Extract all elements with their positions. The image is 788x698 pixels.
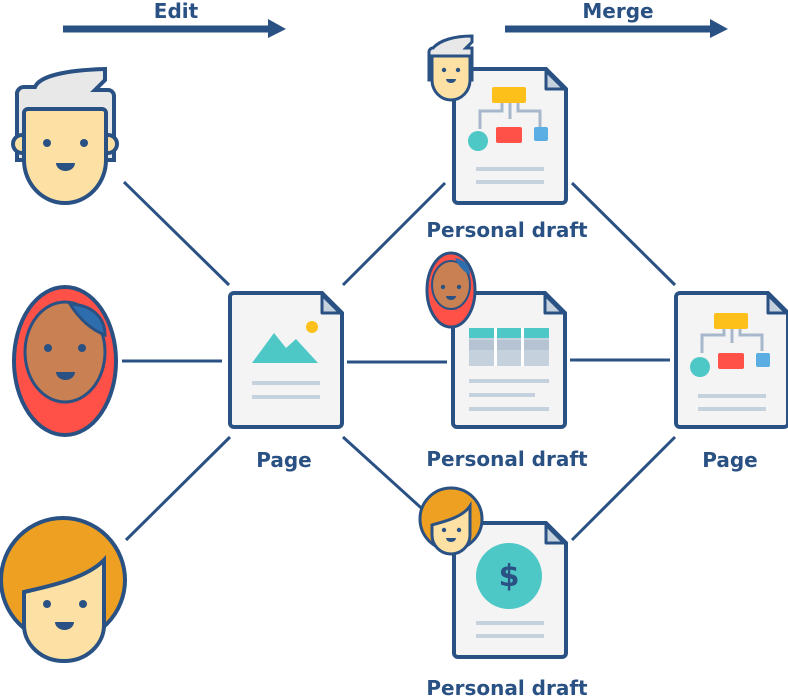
draft-3-orange-hair-avatar: [418, 486, 484, 556]
table-icon: [469, 328, 549, 366]
draft-1-grey-hair-avatar: [427, 34, 474, 102]
merged-page-label: Page: [702, 448, 758, 472]
personal-draft-3-document: $: [452, 521, 568, 659]
personal-draft-2-document: [451, 291, 567, 429]
person-orange-hair-avatar: [0, 516, 127, 663]
source-page-document: [228, 291, 344, 429]
merge-arrow: Merge: [505, 0, 728, 38]
person-hijab-avatar: [12, 285, 118, 437]
draft-2-hijab-avatar: [425, 251, 477, 329]
source-page-label: Page: [256, 448, 312, 472]
image-icon: [252, 321, 318, 363]
connector: [122, 180, 231, 287]
edit-arrow: Edit: [63, 0, 286, 38]
dollar-icon: [476, 543, 542, 609]
svg-text:$: $: [499, 559, 520, 594]
edit-label: Edit: [154, 0, 199, 23]
flowchart-icon: [468, 87, 548, 151]
connector-lines: [122, 180, 677, 542]
person-grey-hair-avatar: [11, 66, 119, 205]
merged-page-document: [674, 291, 788, 429]
personal-draft-3-label: Personal draft: [426, 676, 588, 698]
personal-draft-1-label: Personal draft: [426, 218, 588, 242]
connector: [124, 435, 232, 542]
connector: [570, 181, 677, 287]
merge-label: Merge: [582, 0, 653, 23]
personal-draft-2-label: Personal draft: [426, 447, 588, 471]
personal-draft-1-document: [452, 67, 568, 205]
connector: [341, 181, 447, 287]
flowchart-icon: [690, 313, 770, 377]
connector: [570, 435, 677, 542]
